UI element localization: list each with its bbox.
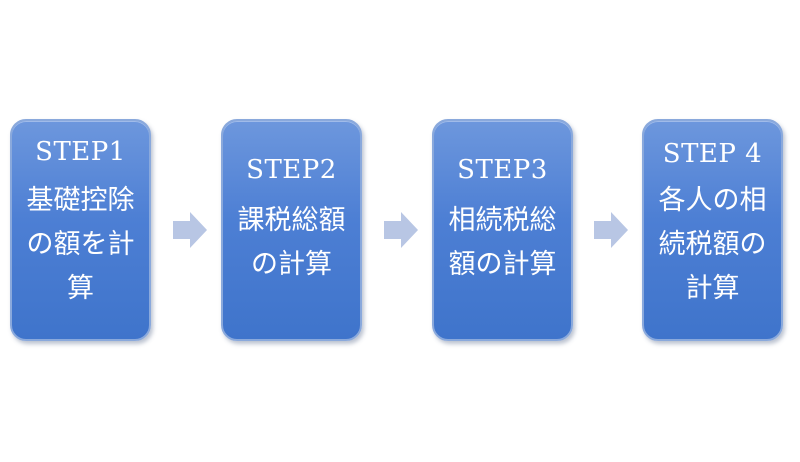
step-1-text: 基礎控除の額を計算 [26,185,135,304]
step-4-title: STEP 4 [662,139,763,169]
right-arrow-icon [594,212,628,248]
step-1-box: STEP1 基礎控除の額を計算 [10,119,151,341]
step-4-text: 各人の相続税額の計算 [658,185,767,304]
step-1-title: STEP1 [35,137,126,167]
step-3-box: STEP3 相続税総額の計算 [432,119,573,341]
step-3-title: STEP3 [457,155,548,185]
step-4-box: STEP 4 各人の相続税額の計算 [642,119,783,341]
step-2-text: 課税総額の計算 [237,205,346,280]
step-2-title: STEP2 [246,155,337,185]
step-3-text: 相続税総額の計算 [448,205,557,280]
right-arrow-icon [384,212,418,248]
step-2-box: STEP2 課税総額の計算 [221,119,362,341]
right-arrow-icon [173,212,207,248]
